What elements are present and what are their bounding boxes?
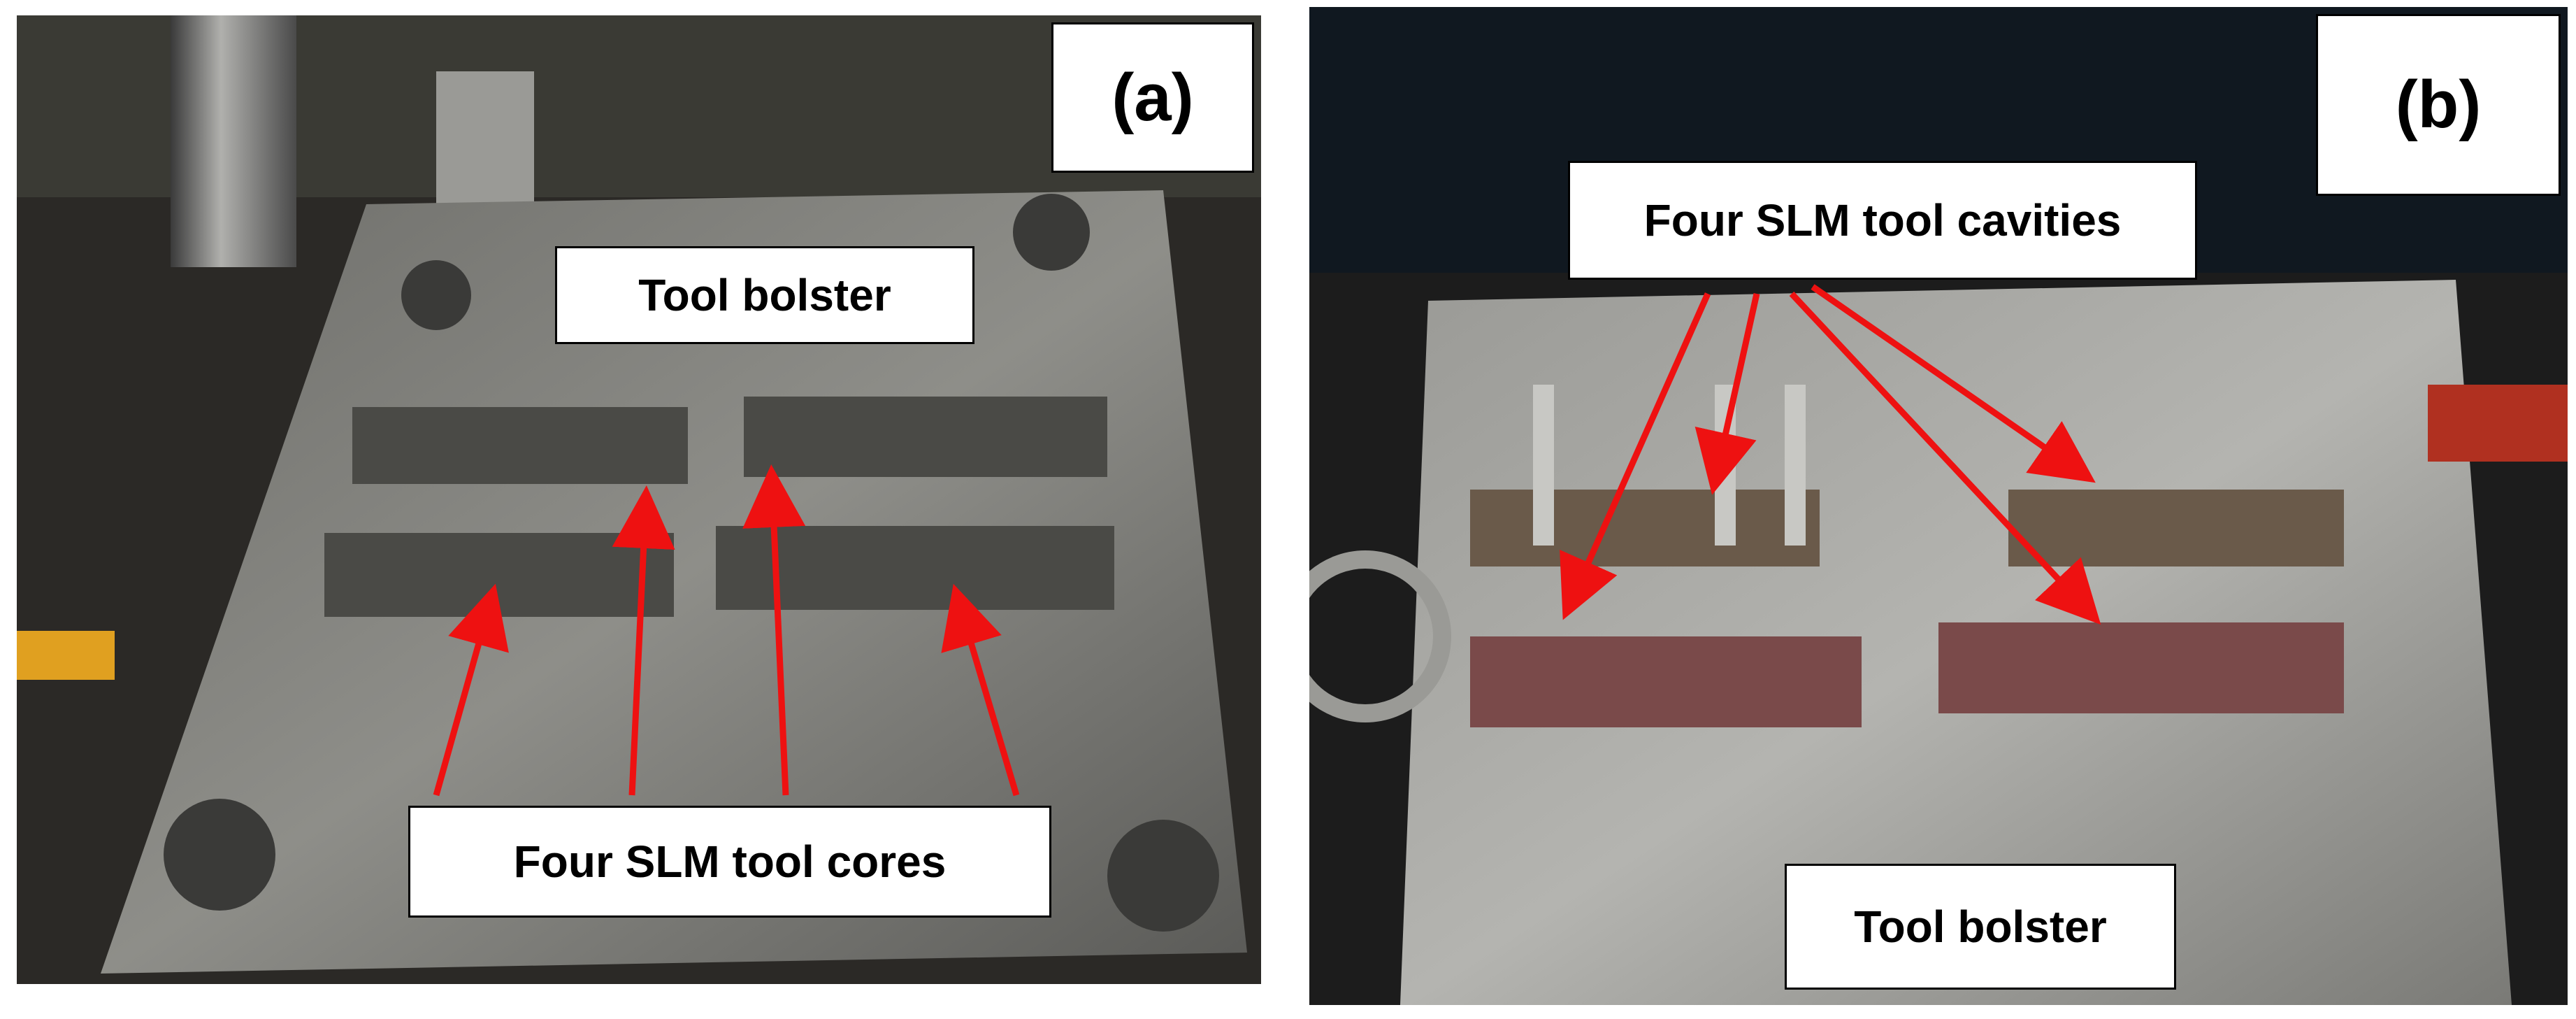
tool-bolster-label-b: Tool bolster	[1785, 864, 2176, 990]
panel-letter-b: (b)	[2316, 14, 2561, 196]
panel-letter-a: (a)	[1051, 22, 1254, 173]
photo-panel-b: (b) Four SLM tool cavities Tool bolster	[1309, 7, 2568, 1005]
photo-panel-a: (a) Tool bolster Four SLM tool cores	[17, 15, 1261, 984]
tool-bolster-label-a: Tool bolster	[555, 246, 974, 344]
slm-tool-cavities-label: Four SLM tool cavities	[1568, 161, 2197, 280]
slm-tool-cores-label: Four SLM tool cores	[408, 806, 1051, 918]
